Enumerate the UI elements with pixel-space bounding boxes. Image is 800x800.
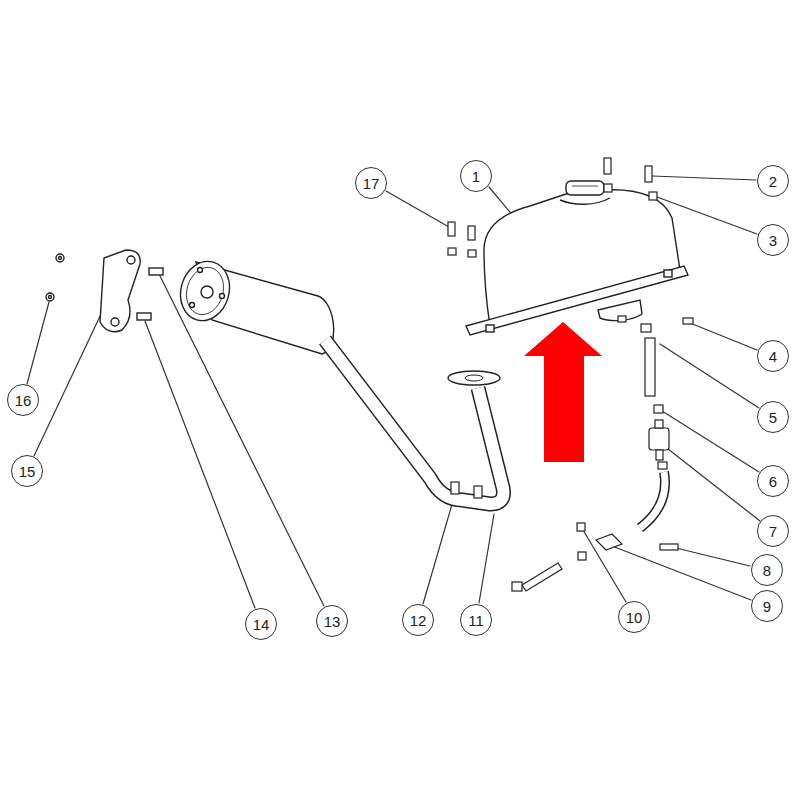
exhaust-pipe xyxy=(325,340,503,504)
callout-circle: 8 xyxy=(751,554,783,586)
callout-number: 14 xyxy=(253,617,270,632)
callout-circle: 9 xyxy=(751,590,783,622)
callout-circle: 15 xyxy=(11,455,43,487)
callout-circle: 2 xyxy=(757,165,789,197)
leader-lines xyxy=(27,176,760,608)
callout-number: 15 xyxy=(19,464,36,479)
callout-number: 8 xyxy=(763,563,771,578)
callout-circle: 6 xyxy=(757,465,789,497)
callout-circle: 11 xyxy=(460,604,492,636)
callout-number: 11 xyxy=(468,613,484,628)
callout-number: 4 xyxy=(769,349,777,364)
callout-circle: 12 xyxy=(402,604,434,636)
callout-circle: 1 xyxy=(460,160,492,192)
callout-circle: 7 xyxy=(757,515,789,547)
callout-circle: 16 xyxy=(7,384,39,416)
muffler xyxy=(174,256,334,354)
callout-number: 3 xyxy=(769,233,777,248)
callout-circle: 3 xyxy=(757,224,789,256)
callout-number: 2 xyxy=(769,174,777,189)
muffler-bracket xyxy=(46,250,163,332)
callout-number: 17 xyxy=(363,176,380,191)
callout-number: 16 xyxy=(15,393,32,408)
callout-circle: 14 xyxy=(245,608,277,640)
callout-number: 5 xyxy=(769,410,777,425)
callout-number: 9 xyxy=(763,599,771,614)
callout-circle: 10 xyxy=(618,601,650,633)
fuel-line-parts xyxy=(448,158,693,591)
callout-number: 7 xyxy=(769,524,777,539)
callout-circle: 13 xyxy=(316,605,348,637)
callout-circle: 5 xyxy=(757,401,789,433)
fuel-tank xyxy=(466,181,688,335)
callout-number: 6 xyxy=(769,474,777,489)
pointer-arrow xyxy=(524,322,602,462)
callout-number: 1 xyxy=(472,169,480,184)
callout-number: 12 xyxy=(410,613,427,628)
callout-number: 10 xyxy=(626,610,643,625)
callout-number: 13 xyxy=(324,614,341,629)
callout-circle: 4 xyxy=(757,340,789,372)
callout-circle: 17 xyxy=(355,167,387,199)
